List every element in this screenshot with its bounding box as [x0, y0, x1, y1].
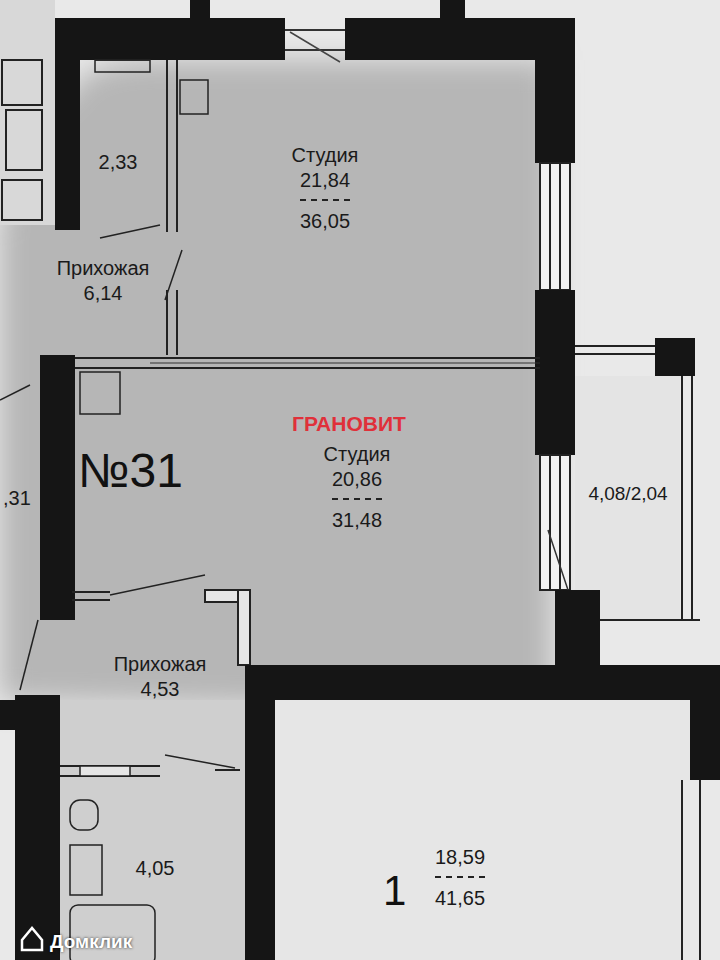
room-area: 41,65: [435, 876, 485, 911]
room-area: 21,84: [300, 168, 350, 193]
room-name: 4,05: [136, 856, 175, 881]
room-label: Студия20,86 31,48: [292, 442, 422, 533]
room-name: 2,33: [99, 150, 138, 175]
room-label: Прихожая6,14: [43, 256, 163, 306]
room-area: 20,86: [332, 467, 382, 492]
room-name: Прихожая: [114, 652, 207, 677]
callout-number: ,31: [3, 487, 31, 509]
watermark: ГРАНОВИТ: [292, 412, 406, 435]
room-label: Студия21,84 36,05: [260, 143, 390, 234]
room-name: Студия: [292, 143, 359, 168]
room-area: 4,53: [141, 677, 180, 702]
room-label: 2,33: [83, 150, 153, 175]
room-name: 4,08/2,04: [586, 482, 669, 506]
room-area: 31,48: [332, 498, 382, 533]
watermark: Домклик: [50, 932, 132, 953]
callout-number: №31: [78, 445, 183, 498]
room-label: 18,59 41,65: [410, 845, 510, 911]
room-label: 4,08/2,04: [578, 482, 678, 506]
room-name: Студия: [324, 442, 391, 467]
callout-number: 1: [383, 868, 406, 914]
room-area: 6,14: [84, 281, 123, 306]
room-label: Прихожая4,53: [85, 652, 235, 702]
room-name: 18,59: [435, 845, 485, 870]
room-label: 4,05: [120, 856, 190, 881]
room-area: 36,05: [300, 199, 350, 234]
room-name: Прихожая: [57, 256, 150, 281]
